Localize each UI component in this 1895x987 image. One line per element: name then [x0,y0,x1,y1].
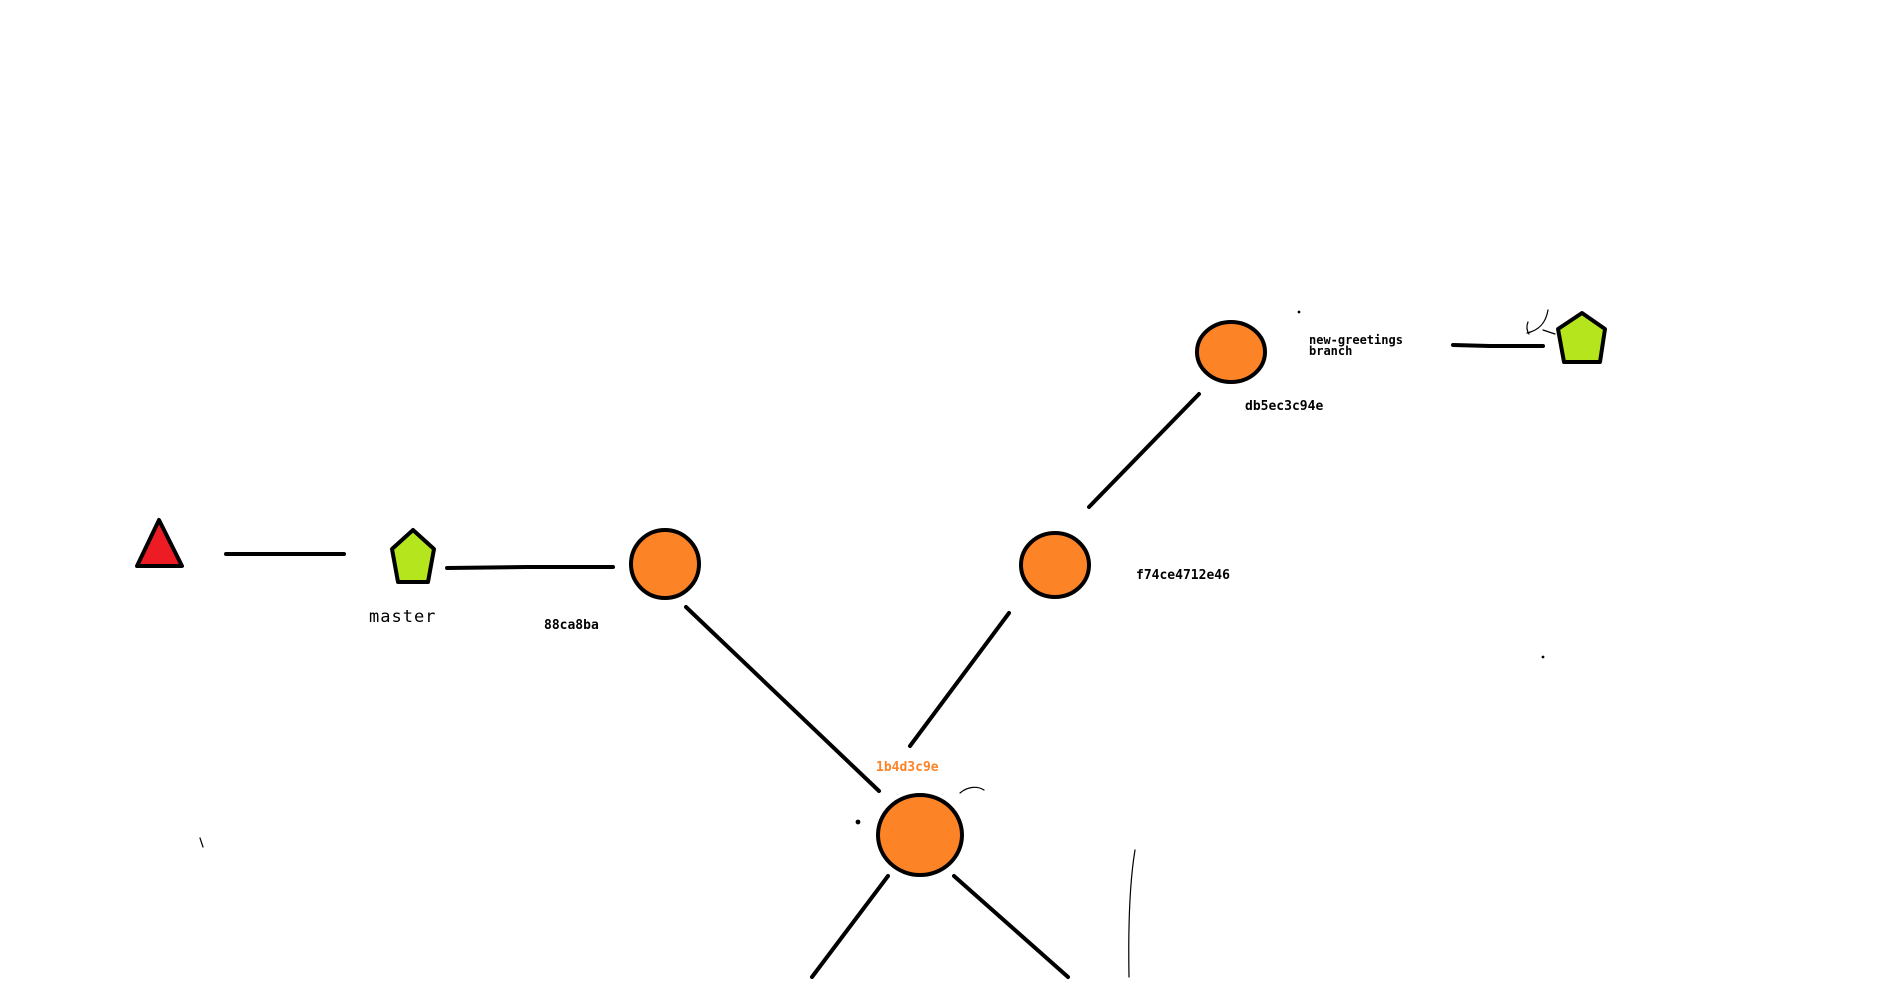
commit-1b4d3c9e-label: 1b4d3c9e [876,760,939,775]
head-triangle-icon [135,518,184,568]
stray-mark-hook [1526,309,1549,335]
stray-dot-right [1541,655,1545,659]
new-greetings-branch-label-line2: branch [1309,344,1352,358]
commit-88ca8ba-node [629,528,701,600]
edge-88ca8ba-to-1b4d3c9e [684,605,881,793]
commit-f74ce4712e46-node [1019,531,1091,599]
edge-f74ce4712e46-to-db5ec3c94e [1087,392,1201,509]
edge-master-to-88ca8ba [445,565,615,570]
commit-1b4d3c9e-node [876,793,964,877]
stray-mark-left [199,837,204,848]
stray-mark-tick [1542,329,1556,335]
edge-1b4d3c9e-down-right [952,874,1070,979]
stray-mark-curve-right [1128,849,1136,978]
edge-1b4d3c9e-down-left [810,874,890,979]
commit-f74ce4712e46-label: f74ce4712e46 [1136,568,1230,583]
commit-nodes [629,320,1267,877]
stray-mark-small-curve [959,786,985,794]
stray-dot-top [1297,310,1301,314]
commit-88ca8ba-label: 88ca8ba [544,618,599,633]
edges [224,343,1545,979]
stray-marks [199,309,1556,978]
commit-db5ec3c94e-label: db5ec3c94e [1245,399,1323,414]
master-pointer-pentagon-icon [390,528,436,584]
new-greetings-pointer-pentagon-icon [1556,311,1607,364]
edge-1b4d3c9e-to-f74ce4712e46 [908,611,1011,748]
master-label: master [369,607,436,627]
edge-db5ec3c94e-branch-to-pointer [1451,343,1545,348]
stray-dot [855,819,861,825]
new-greetings-branch-label-line1: new-greetings [1309,333,1403,347]
commit-db5ec3c94e-node [1195,320,1267,384]
